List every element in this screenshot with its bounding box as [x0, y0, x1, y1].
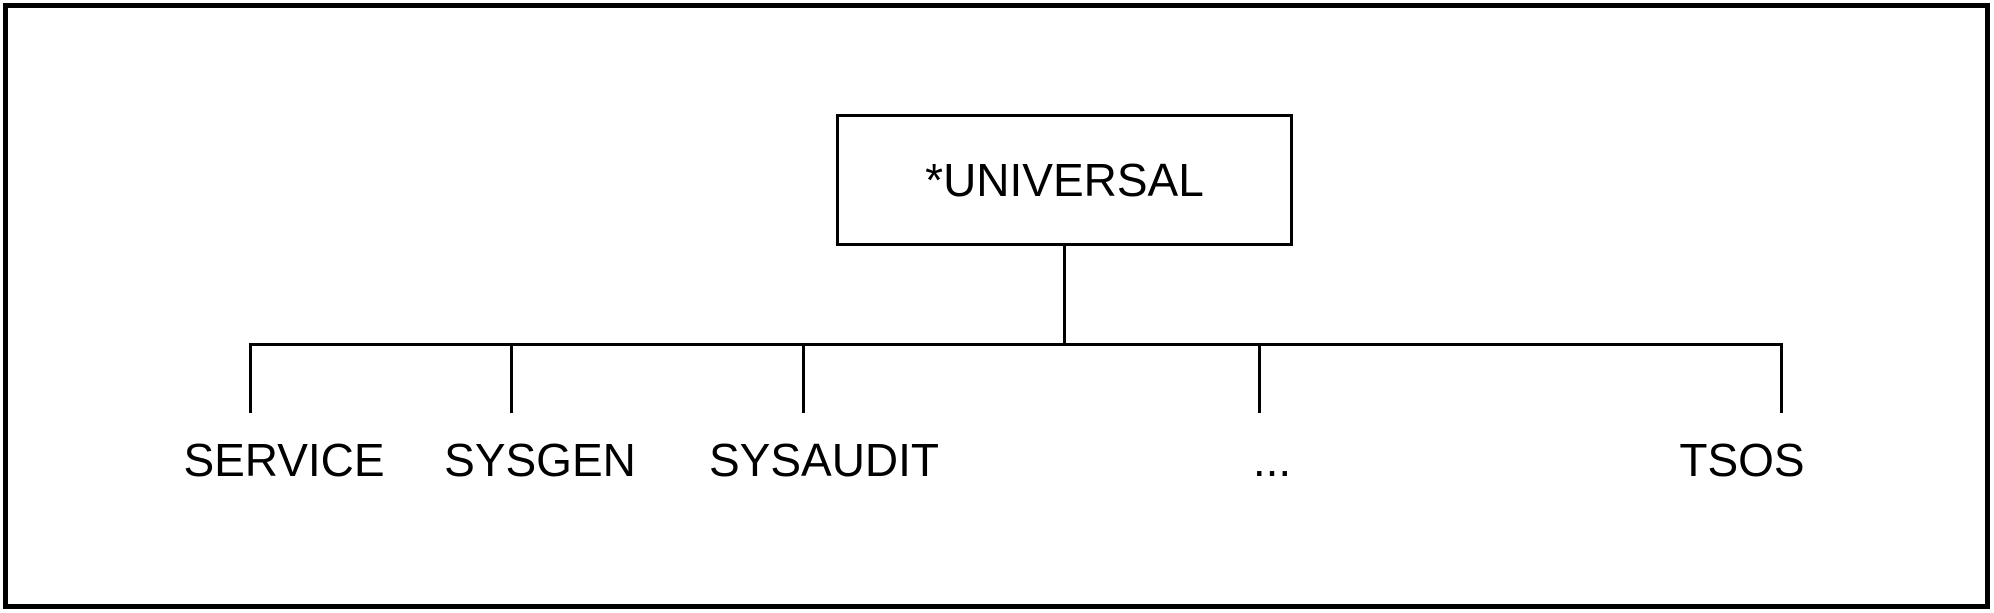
leaf-label-service: SERVICE	[183, 434, 385, 486]
leaf-label-tsos: TSOS	[1679, 434, 1805, 486]
root-connector-line	[1063, 246, 1066, 343]
leaf-label-sysgen: SYSGEN	[444, 434, 636, 486]
branch-tick-service	[249, 343, 252, 413]
branch-tick-ellipsis	[1258, 343, 1261, 413]
branch-horizontal-line	[249, 343, 1783, 346]
leaf-label-sysaudit: SYSAUDIT	[708, 434, 940, 486]
root-node-label: *UNIVERSAL	[925, 154, 1204, 206]
diagram-border	[3, 3, 1990, 609]
root-node-box: *UNIVERSAL	[836, 114, 1293, 246]
branch-tick-sysaudit	[802, 343, 805, 413]
leaf-label-ellipsis: ...	[1252, 434, 1292, 486]
branch-tick-sysgen	[510, 343, 513, 413]
branch-tick-tsos	[1780, 343, 1783, 413]
